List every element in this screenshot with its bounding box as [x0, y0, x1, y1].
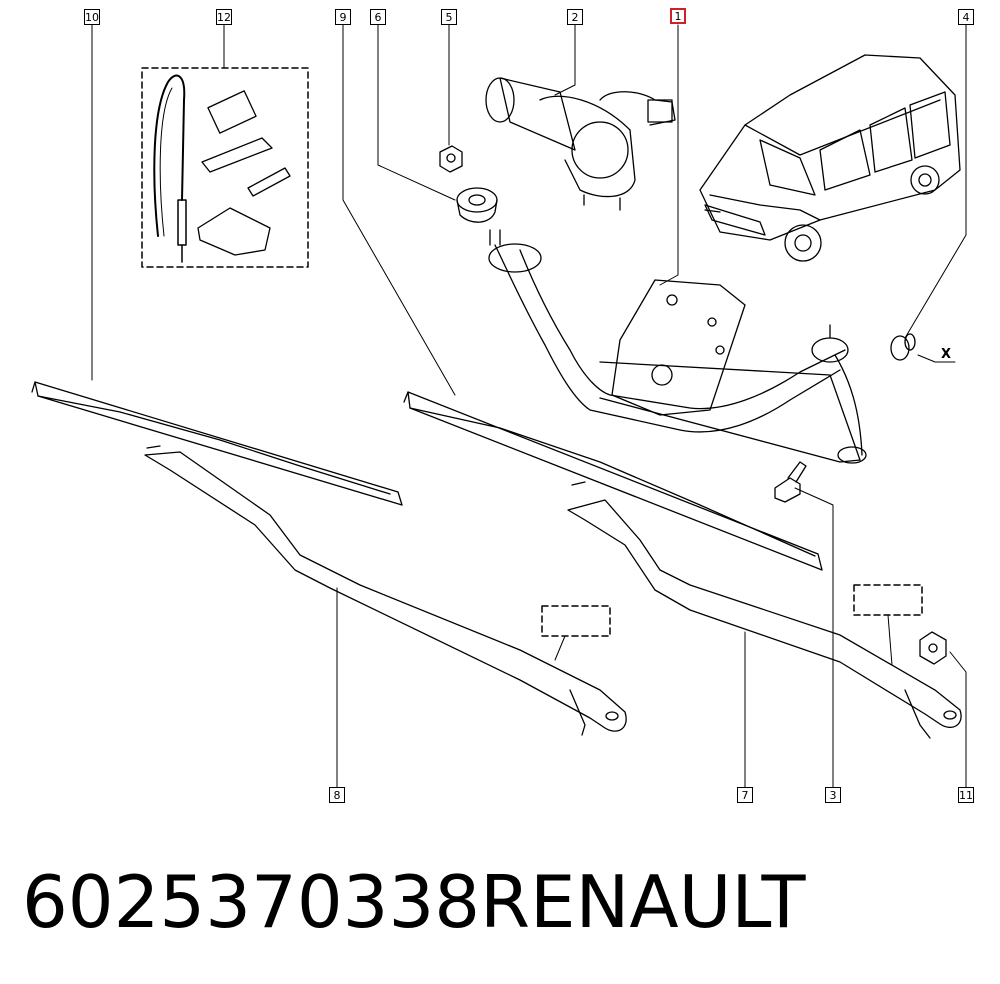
wiper-arm-8 [144, 445, 627, 736]
callout-4: 4 [958, 9, 974, 25]
callout-11: 11 [958, 787, 974, 803]
callout-9: 9 [335, 9, 351, 25]
callout-6: 6 [370, 9, 386, 25]
leader-lines [91, 24, 967, 788]
nut-5 [439, 145, 463, 173]
callout-1: 1 [670, 8, 686, 24]
nut-11 [919, 631, 947, 665]
grommet-6 [456, 187, 498, 223]
kit-box-12 [141, 67, 309, 268]
wiper-motor-2 [485, 77, 676, 211]
wiper-blade-10 [31, 381, 403, 506]
bolt-3 [774, 461, 807, 503]
callout-12: 12 [216, 9, 232, 25]
brand-name: RENAULT [480, 860, 806, 944]
callout-10: 10 [84, 9, 100, 25]
part-number: 6025370338 [22, 860, 481, 944]
callout-3: 3 [825, 787, 841, 803]
callout-2: 2 [567, 9, 583, 25]
wiper-arm-7 [567, 481, 962, 739]
callout-5: 5 [441, 9, 457, 25]
vehicle-illustration [699, 54, 961, 262]
callout-8: 8 [329, 787, 345, 803]
wiper-linkage-1 [488, 229, 867, 464]
x-marker-label: X [941, 347, 952, 362]
bush-4 [890, 333, 916, 361]
wiper-blade-9 [403, 391, 823, 571]
callout-7: 7 [737, 787, 753, 803]
